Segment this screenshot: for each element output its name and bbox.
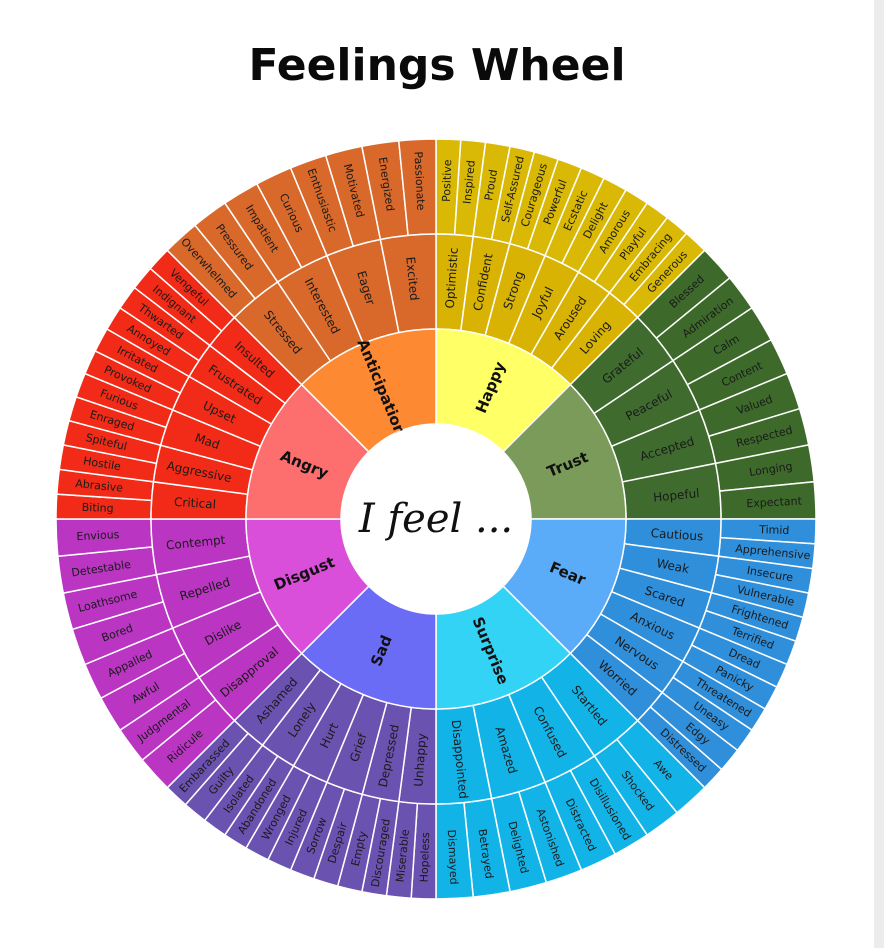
- tertiary-label-passionate: Passionate: [411, 151, 427, 211]
- center-text: I feel ...: [358, 496, 513, 542]
- tertiary-label-proud: Proud: [482, 168, 500, 201]
- tertiary-label-dismayed: Dismayed: [445, 829, 461, 885]
- tertiary-label-envious: Envious: [76, 528, 120, 543]
- tertiary-label-hostile: Hostile: [82, 454, 122, 473]
- page-title: Feelings Wheel: [248, 40, 626, 91]
- tertiary-label-biting: Biting: [82, 501, 114, 515]
- tertiary-label-positive: Positive: [440, 159, 454, 202]
- tertiary-label-miserable: Miserable: [394, 829, 412, 883]
- right-edge-strip: [874, 0, 884, 948]
- tertiary-label-longing: Longing: [748, 460, 793, 479]
- secondary-label-hopeful: Hopeful: [652, 486, 700, 504]
- secondary-label-cautious: Cautious: [650, 526, 703, 543]
- tertiary-label-abrasive: Abrasive: [75, 477, 124, 495]
- secondary-label-excited: Excited: [403, 256, 421, 301]
- tertiary-label-inspired: Inspired: [461, 160, 478, 205]
- primary-ring: HappyTrustFearSurpriseSadDisgustAngryAnt…: [245, 328, 627, 710]
- secondary-label-contempt: Contempt: [165, 533, 226, 553]
- tertiary-label-timid: Timid: [758, 523, 790, 537]
- tertiary-label-hopeless: Hopeless: [418, 832, 433, 883]
- secondary-label-optimistic: Optimistic: [443, 247, 461, 309]
- secondary-label-critical: Critical: [174, 495, 217, 512]
- tertiary-label-expectant: Expectant: [746, 495, 803, 511]
- secondary-label-weak: Weak: [655, 556, 690, 576]
- secondary-label-unhappy: Unhappy: [411, 733, 428, 787]
- center-circle: [341, 424, 531, 614]
